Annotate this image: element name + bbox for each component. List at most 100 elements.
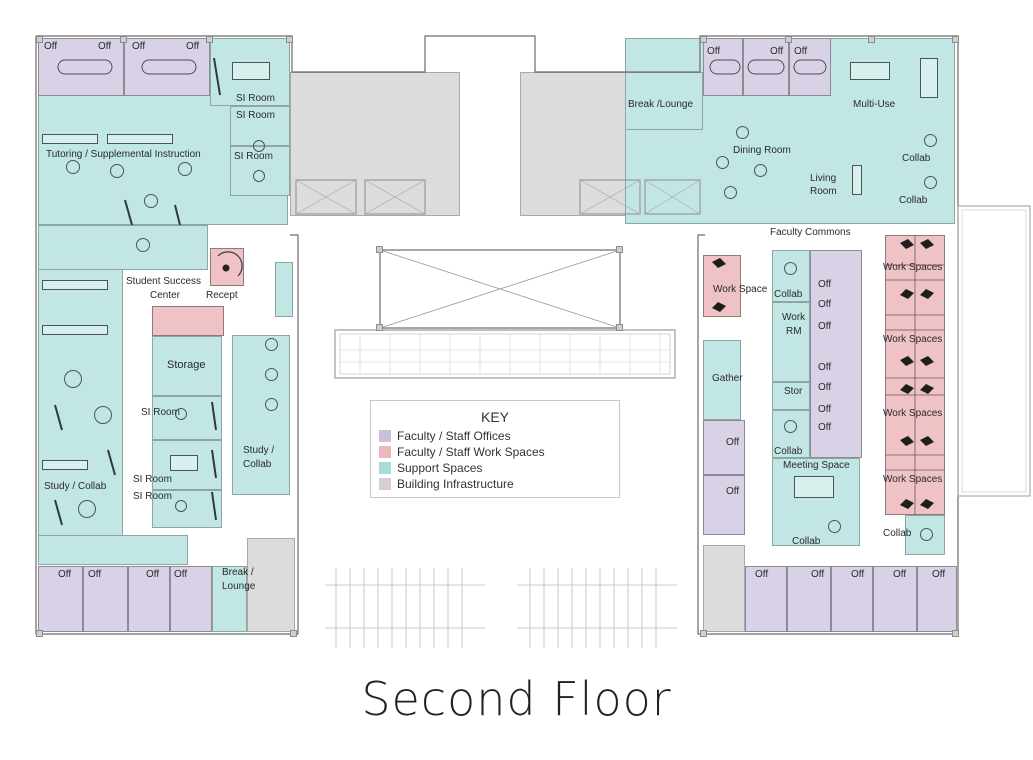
round-table xyxy=(265,338,278,351)
label-si-room: SI Room xyxy=(236,93,275,104)
label-collab: Collab xyxy=(899,195,928,206)
work-spaces-column xyxy=(885,235,945,515)
legend-item-infrastructure: Building Infrastructure xyxy=(379,477,514,491)
label-center: Center xyxy=(150,290,181,301)
round-table xyxy=(736,126,749,139)
label-study-collab: Study / xyxy=(243,445,275,456)
round-table xyxy=(924,176,937,189)
legend-swatch-support xyxy=(379,462,391,474)
round-table xyxy=(920,528,933,541)
legend-item-offices: Faculty / Staff Offices xyxy=(379,429,511,443)
round-table xyxy=(94,406,112,424)
label-office: Off xyxy=(88,569,102,580)
label-office: Off xyxy=(44,41,58,52)
label-office: Off xyxy=(818,321,832,332)
label-break-lounge: Break /Lounge xyxy=(628,99,694,110)
training-table xyxy=(42,280,108,290)
label-office: Off xyxy=(726,486,740,497)
meeting-table xyxy=(794,476,834,498)
round-table xyxy=(828,520,841,533)
round-table xyxy=(784,262,797,275)
label-storage: Storage xyxy=(167,359,206,371)
round-table xyxy=(253,170,265,182)
column xyxy=(36,630,43,637)
round-table xyxy=(265,398,278,411)
round-table xyxy=(253,140,265,152)
round-table xyxy=(178,162,192,176)
label-student-success: Student Success xyxy=(126,276,202,287)
label-office: Off xyxy=(132,41,146,52)
column xyxy=(952,630,959,637)
label-office: Off xyxy=(707,46,721,57)
legend-item-support: Support Spaces xyxy=(379,461,482,475)
round-table xyxy=(78,500,96,518)
floor-plan: Off Off Off Off SI Room SI Room SI Room … xyxy=(35,35,1031,648)
legend: KEY Faculty / Staff Offices Faculty / St… xyxy=(370,400,620,498)
label-collab: Collab xyxy=(883,528,912,539)
round-table xyxy=(110,164,124,178)
study-collab-right xyxy=(232,335,290,495)
conference-table xyxy=(170,455,198,471)
label-work-spaces: Work Spaces xyxy=(883,334,943,345)
label-faculty-commons: Faculty Commons xyxy=(770,227,851,238)
legend-swatch-work-spaces xyxy=(379,446,391,458)
label-study-collab: Collab xyxy=(243,459,272,470)
label-si-room: SI Room xyxy=(234,151,273,162)
label-office: Off xyxy=(98,41,112,52)
round-table xyxy=(724,186,737,199)
label-dining-room: Dining Room xyxy=(733,145,791,156)
column xyxy=(376,324,383,331)
column xyxy=(36,36,43,43)
column xyxy=(120,36,127,43)
column xyxy=(616,246,623,253)
label-si-room: SI Room xyxy=(133,491,172,502)
column xyxy=(206,36,213,43)
office-west-col-2 xyxy=(703,475,745,535)
label-work-spaces: Work Spaces xyxy=(883,262,943,273)
round-table xyxy=(265,368,278,381)
si-room-4 xyxy=(152,396,222,440)
label-office: Off xyxy=(794,46,808,57)
label-break: Break / xyxy=(222,567,254,578)
column xyxy=(700,36,707,43)
storage-entry xyxy=(152,306,224,336)
recept-seating xyxy=(275,262,293,317)
label-work-rm: Work xyxy=(782,312,806,323)
legend-swatch-infrastructure xyxy=(379,478,391,490)
legend-label: Faculty / Staff Offices xyxy=(397,429,511,443)
label-office: Off xyxy=(755,569,769,580)
label-office: Off xyxy=(818,299,832,310)
label-office: Off xyxy=(174,569,188,580)
tutoring-lower-zone xyxy=(38,225,208,270)
conference-table xyxy=(850,62,890,80)
training-table xyxy=(42,460,88,470)
label-collab: Collab xyxy=(792,536,821,547)
round-table xyxy=(175,408,187,420)
label-office: Off xyxy=(186,41,200,52)
label-living: Living xyxy=(810,173,837,184)
label-study-collab: Study / Collab xyxy=(44,481,107,492)
label-tutoring: Tutoring / Supplemental Instruction xyxy=(46,149,201,160)
stair-east xyxy=(703,545,745,632)
label-work-spaces: Work Spaces xyxy=(883,474,943,485)
label-lounge: Lounge xyxy=(222,581,256,592)
round-table xyxy=(144,194,158,208)
core-west-infra xyxy=(290,72,460,216)
legend-label: Building Infrastructure xyxy=(397,477,514,491)
legend-title: KEY xyxy=(480,409,509,425)
label-office: Off xyxy=(818,382,832,393)
column xyxy=(700,630,707,637)
label-si-room: SI Room xyxy=(236,110,275,121)
round-table xyxy=(66,160,80,174)
label-office: Off xyxy=(851,569,865,580)
label-office: Off xyxy=(818,362,832,373)
training-table xyxy=(42,325,108,335)
round-table xyxy=(136,238,150,252)
label-office: Off xyxy=(932,569,946,580)
column xyxy=(952,36,959,43)
label-work-space: Work Space xyxy=(713,284,768,295)
meeting-space xyxy=(772,458,860,546)
training-table xyxy=(42,134,98,144)
label-room: Room xyxy=(810,186,837,197)
label-office: Off xyxy=(726,437,740,448)
